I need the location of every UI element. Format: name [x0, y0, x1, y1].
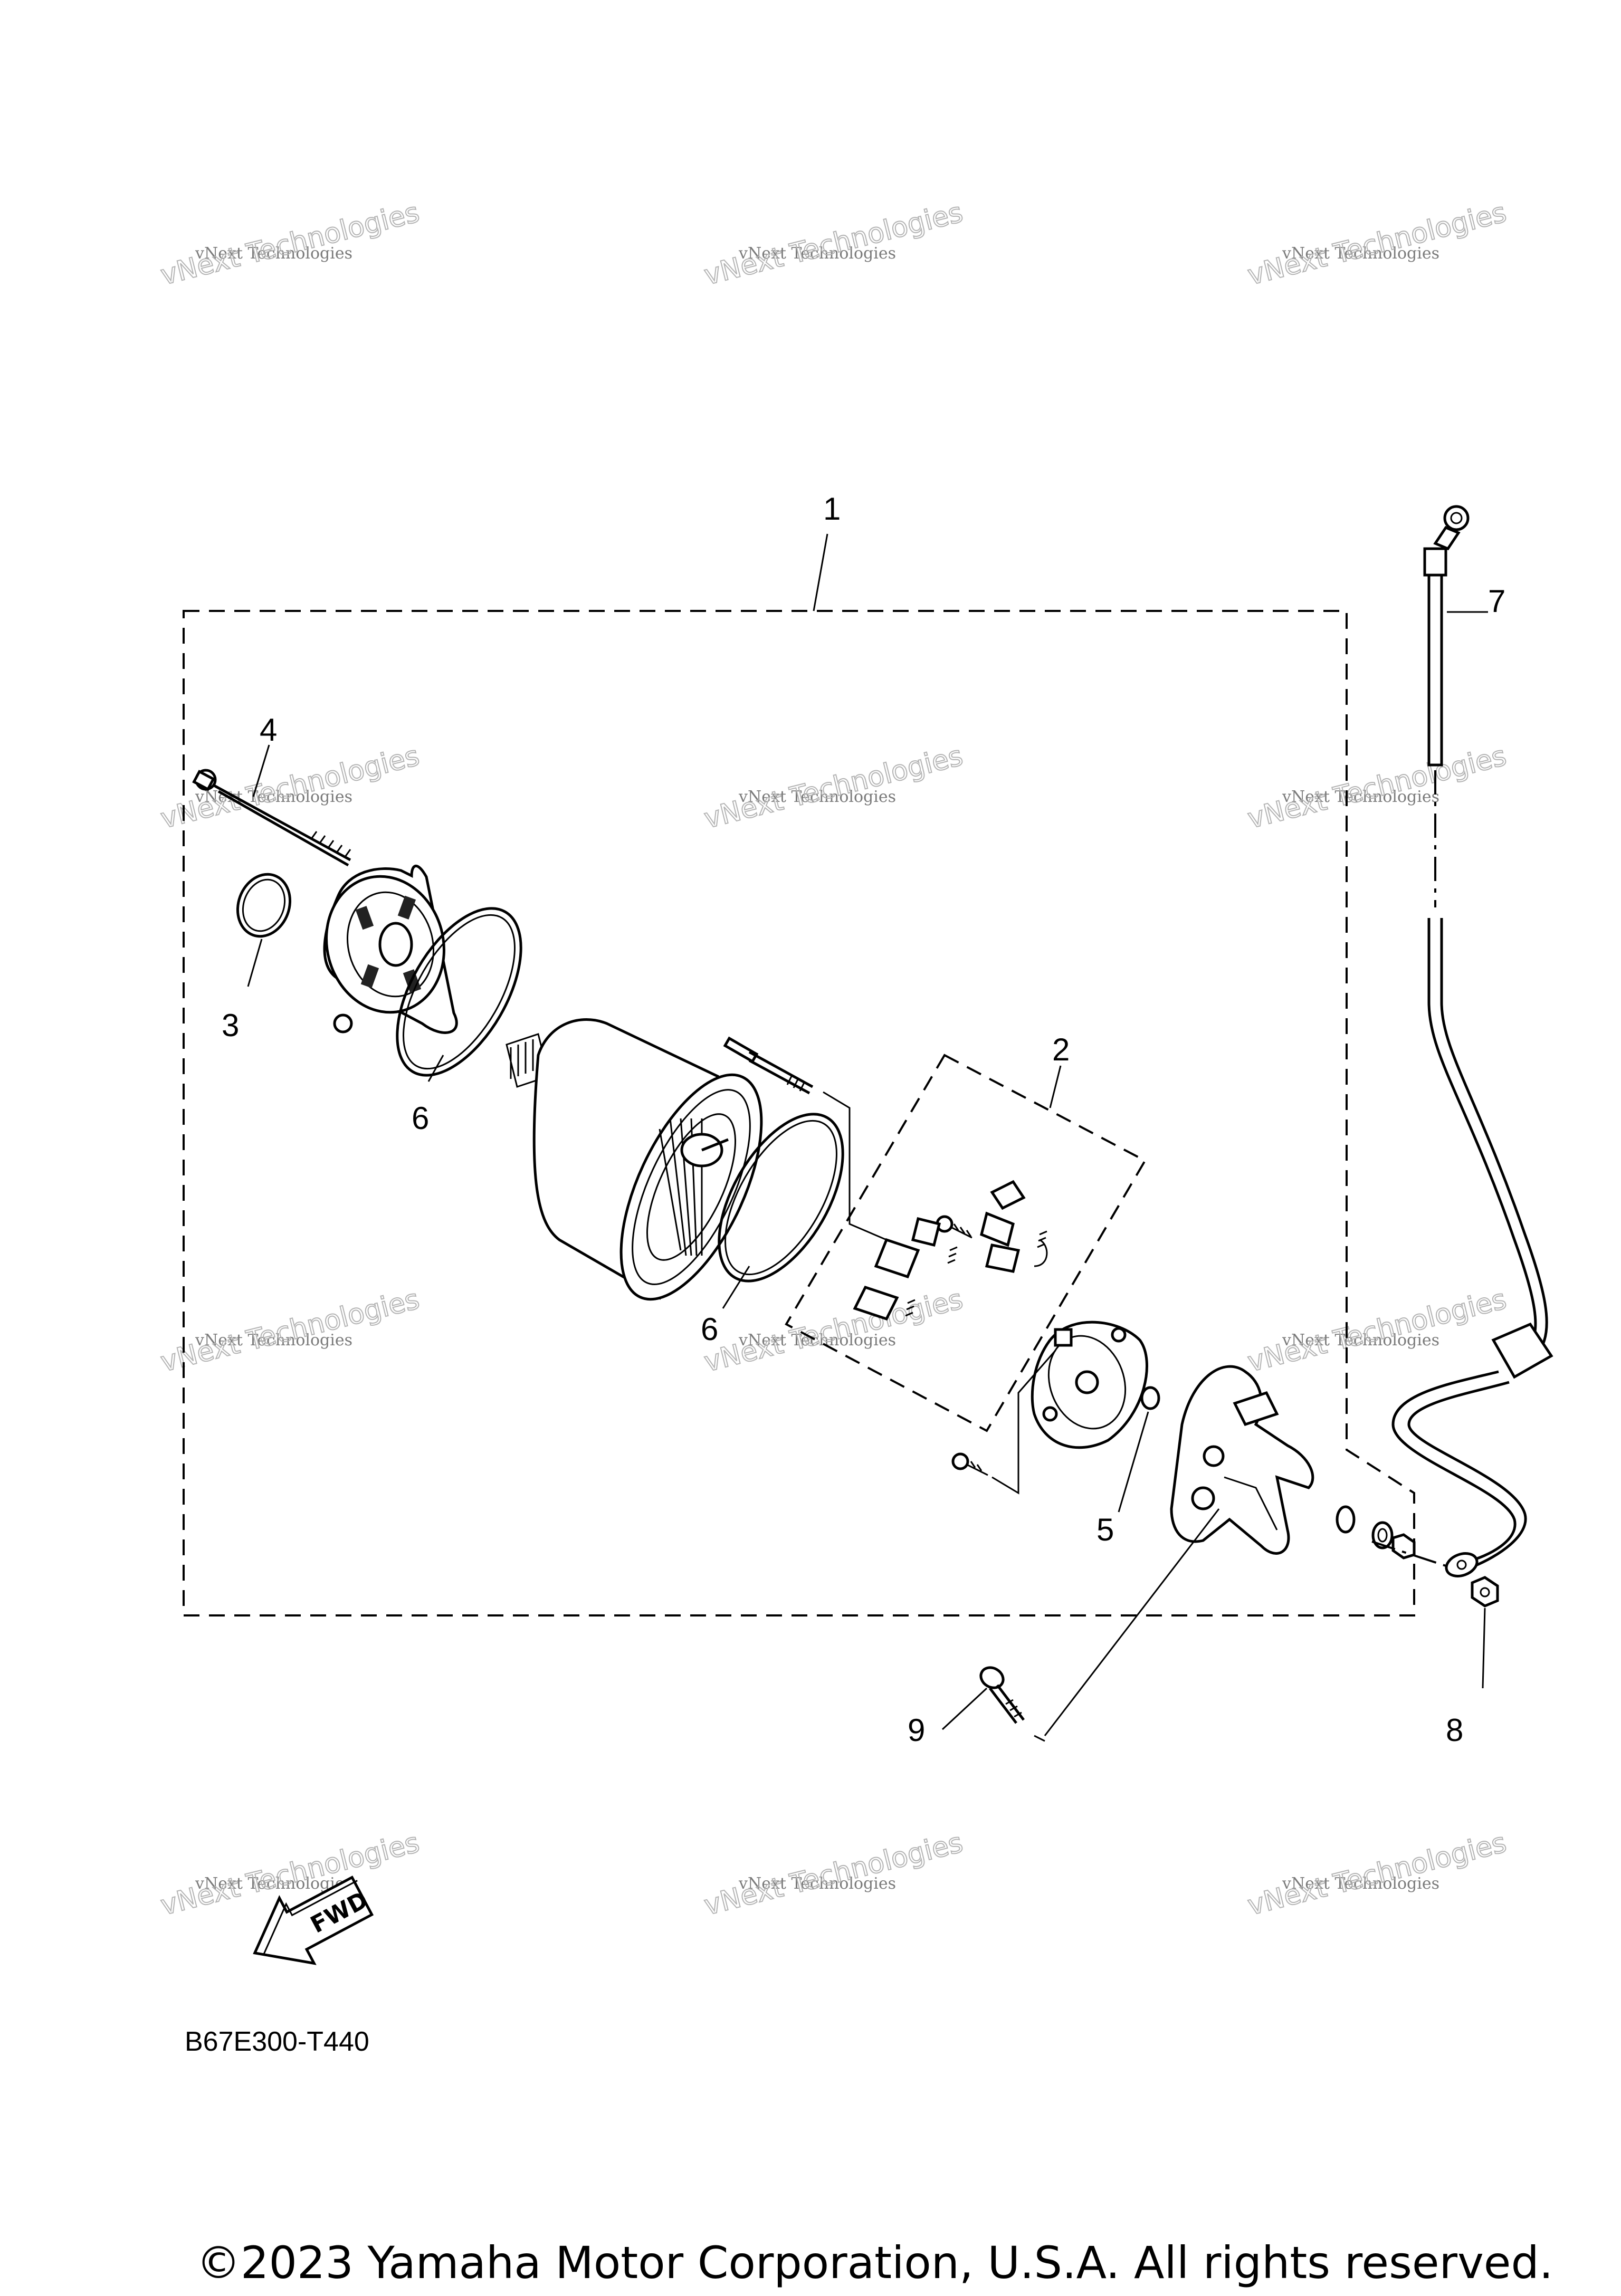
callout-3: 3 [222, 1008, 239, 1043]
washer-small [1140, 1386, 1160, 1410]
terminal-nut-inner [1391, 1533, 1416, 1560]
brush-assembly-boundary [785, 1054, 1147, 1432]
watermark: vNext Technologies vNext Technologies [1244, 740, 1510, 836]
nut [1471, 1576, 1499, 1608]
watermark-text: vNext Technologies [195, 244, 352, 263]
watermark-text: vNext Technologies [1282, 244, 1439, 263]
watermark: vNext Technologies vNext Technologies [701, 196, 967, 292]
o-ring-large-front [396, 907, 522, 1077]
callout-6-front: 6 [412, 1101, 429, 1136]
callout-8: 8 [1446, 1713, 1463, 1748]
mounting-bolt [979, 1508, 1220, 1742]
brush-holder-parts [853, 1180, 1048, 1321]
starter-cable [1371, 505, 1553, 1577]
callout-4: 4 [260, 712, 277, 748]
leader-lines [247, 533, 1488, 1730]
rear-bracket [1170, 1365, 1314, 1555]
copyright-notice: ©2023 Yamaha Motor Corporation, U.S.A. A… [196, 2237, 1553, 2289]
watermark: vNext Technologies vNext Technologies [157, 1826, 423, 1922]
terminal-bolt [723, 1036, 887, 1241]
callout-1: 1 [823, 491, 841, 527]
watermark-text: vNext Technologies [1282, 1874, 1439, 1893]
callout-5: 5 [1096, 1512, 1114, 1547]
watermark: vNext Technologies vNext Technologies [1244, 1283, 1510, 1379]
assembly-boundary [183, 610, 1415, 1616]
fwd-arrow: FWD [253, 1876, 374, 1965]
watermark: vNext Technologies vNext Technologies [1244, 196, 1510, 292]
small-bolt [951, 1350, 1056, 1495]
part-code: B67E300-T440 [185, 2026, 369, 2057]
callout-2: 2 [1052, 1032, 1070, 1067]
callout-7: 7 [1488, 583, 1505, 619]
watermark-text: vNext Technologies [738, 1874, 896, 1893]
long-bolt [192, 769, 351, 867]
watermark-text: vNext Technologies [1282, 788, 1439, 806]
watermark: vNext Technologies vNext Technologies [701, 1283, 967, 1379]
watermark: vNext Technologies vNext Technologies [701, 740, 967, 836]
watermark-text: vNext Technologies [1282, 1331, 1439, 1350]
callout-9: 9 [908, 1713, 925, 1748]
watermark: vNext Technologies vNext Technologies [701, 1826, 967, 1922]
o-ring-large-rear [718, 1113, 844, 1283]
watermark: vNext Technologies vNext Technologies [157, 196, 423, 292]
terminal-washer-2 [1371, 1521, 1394, 1549]
rear-cover [1031, 1321, 1148, 1449]
watermark: vNext Technologies vNext Technologies [157, 1283, 423, 1379]
terminal-washer-1 [1336, 1505, 1356, 1534]
watermark: vNext Technologies vNext Technologies [157, 740, 423, 836]
watermark-text: vNext Technologies [738, 1331, 896, 1350]
watermark-text: vNext Technologies [738, 244, 896, 263]
watermarks: vNext Technologies vNext Technologies vN… [157, 196, 1510, 1922]
watermark: vNext Technologies vNext Technologies [1244, 1826, 1510, 1922]
callout-6-rear: 6 [701, 1312, 718, 1347]
motor-yoke [506, 1018, 763, 1301]
watermark-text: vNext Technologies [195, 1331, 352, 1350]
front-cover [323, 864, 458, 1034]
watermark-text: vNext Technologies [738, 788, 896, 806]
o-ring-small [236, 873, 292, 938]
